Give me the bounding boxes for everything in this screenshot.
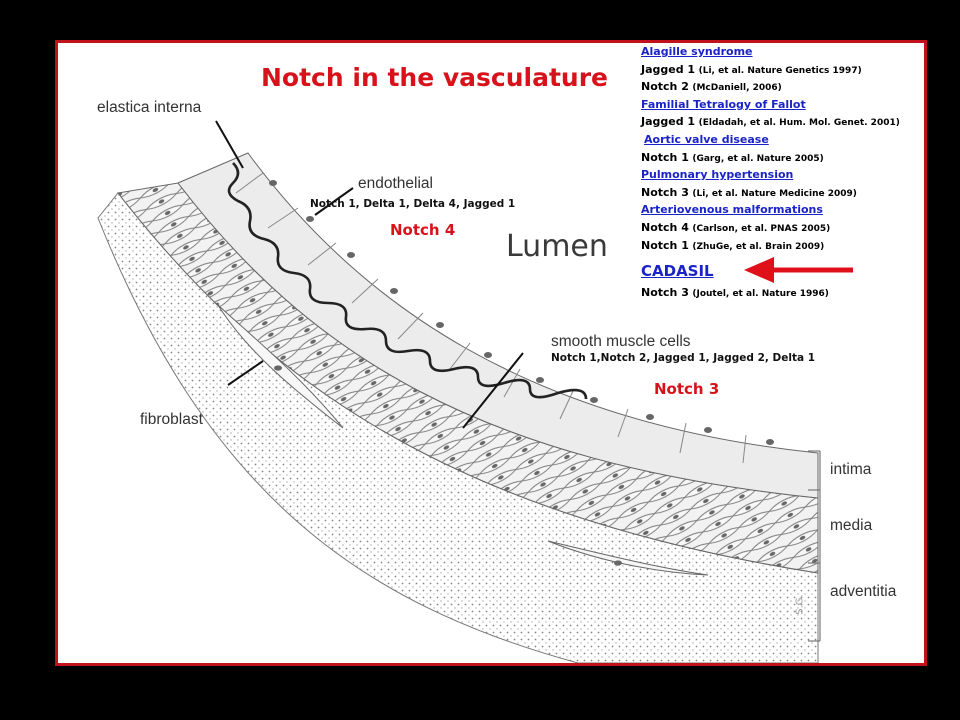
- citation-text: (Joutel, et al. Nature 1996): [692, 289, 829, 300]
- citation-text: (Garg, et al. Nature 2005): [692, 153, 824, 164]
- citation-text: (ZhuGe, et al. Brain 2009): [692, 241, 825, 252]
- citation-text: (Eldadah, et al. Hum. Mol. Genet. 2001): [698, 118, 900, 129]
- gene-citation: Notch 3 (Li, et al. Nature Medicine 2009…: [641, 186, 923, 204]
- disease-link[interactable]: Pulmonary hypertension: [641, 168, 794, 182]
- slide-title: Notch in the vasculature: [261, 63, 608, 92]
- endothelial-ligands: Notch 1, Delta 1, Delta 4, Jagged 1: [310, 198, 516, 210]
- citation-text: (McDaniell, 2006): [692, 83, 782, 94]
- citation-text: (Li, et al. Nature Genetics 1997): [698, 65, 862, 76]
- fibroblast-cells: [217, 304, 709, 576]
- gene-name: Notch 3: [641, 185, 689, 199]
- gene-name: Notch 3: [641, 286, 689, 300]
- disease-link[interactable]: Aortic valve disease: [644, 132, 769, 146]
- gene-citation: Notch 1 (Garg, et al. Nature 2005): [641, 151, 923, 169]
- citation-text: (Li, et al. Nature Medicine 2009): [692, 188, 857, 199]
- smooth-muscle-ligands: Notch 1,Notch 2, Jagged 1, Jagged 2, Del…: [551, 352, 816, 364]
- gene-name: Jagged 1: [641, 62, 696, 76]
- endothelial-notch-label: Notch 4: [390, 221, 456, 239]
- vessel-wall-diagram: [97, 120, 853, 663]
- label-elastica-interna: elastica interna: [97, 99, 202, 116]
- label-adventitia: adventitia: [830, 583, 897, 600]
- gene-citation: Jagged 1 (Li, et al. Nature Genetics 199…: [641, 63, 923, 81]
- disease-link[interactable]: Familial Tetralogy of Fallot: [641, 97, 806, 111]
- gene-name: Notch 1: [641, 238, 689, 252]
- gene-citation: Notch 2 (McDaniell, 2006): [641, 80, 923, 98]
- smooth-muscle-notch-label: Notch 3: [654, 380, 720, 398]
- leader-lines: [215, 120, 524, 429]
- gene-citation: Notch 4 (Carlson, et al. PNAS 2005): [641, 221, 923, 239]
- gene-name: Notch 4: [641, 220, 689, 234]
- endothelial-cell-borders: [235, 172, 747, 464]
- layer-bracket: [808, 450, 821, 642]
- label-endothelial: endothelial: [358, 175, 433, 192]
- disease-link[interactable]: Alagille syndrome: [641, 45, 753, 58]
- gene-name: Notch 2: [641, 80, 689, 94]
- gene-name: Notch 1: [641, 150, 689, 164]
- slide-frame: Notch in the vasculature elastica intern…: [55, 40, 927, 666]
- label-media: media: [830, 517, 873, 534]
- cadasil-link[interactable]: CADASIL: [641, 262, 714, 281]
- gene-citation: Jagged 1 (Eldadah, et al. Hum. Mol. Gene…: [641, 115, 923, 133]
- label-smooth-muscle-cells: smooth muscle cells: [551, 333, 691, 350]
- gene-name: Jagged 1: [641, 115, 696, 129]
- label-intima: intima: [830, 461, 872, 478]
- gene-citation: Notch 1 (ZhuGe, et al. Brain 2009): [641, 239, 923, 257]
- gene-citation: Notch 3 (Joutel, et al. Nature 1996): [641, 286, 923, 304]
- artist-signature: S.G.: [794, 594, 806, 615]
- endothelial-nuclei: [269, 180, 774, 445]
- elastica-interna-line: [227, 162, 588, 400]
- disease-link[interactable]: Arteriovenous malformations: [641, 203, 823, 217]
- red-arrow-icon: [744, 257, 853, 283]
- label-fibroblast: fibroblast: [140, 411, 203, 428]
- citation-text: (Carlson, et al. PNAS 2005): [692, 223, 831, 234]
- label-lumen: Lumen: [506, 229, 608, 264]
- intima-layer: [177, 152, 819, 499]
